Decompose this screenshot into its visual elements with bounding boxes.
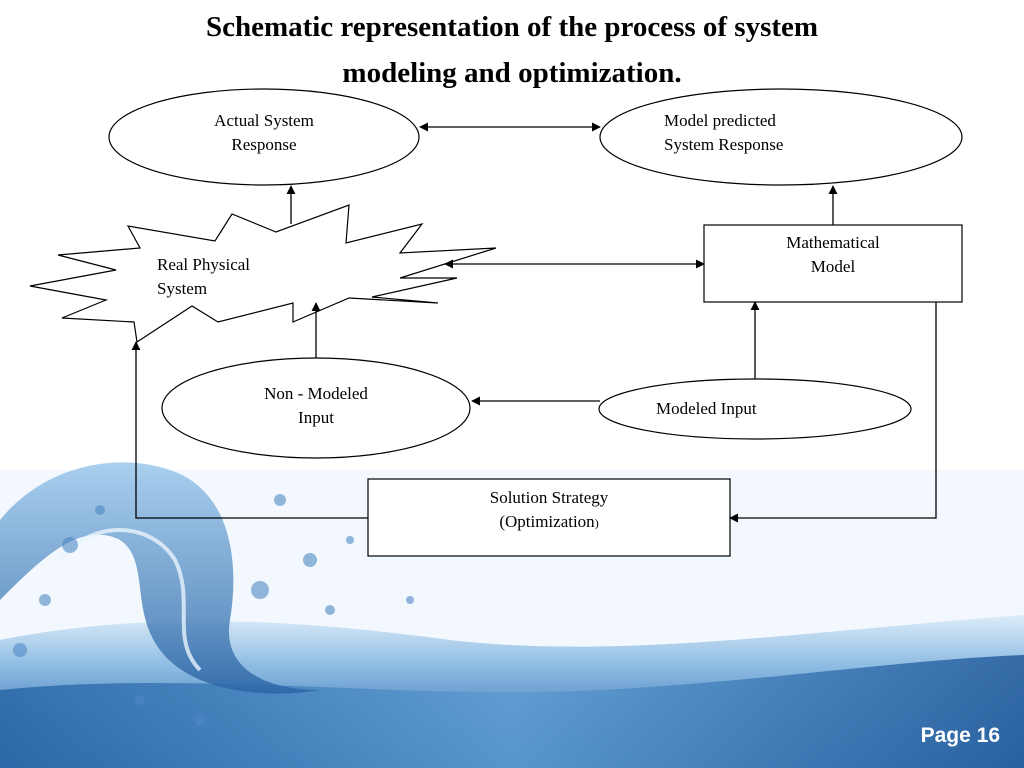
model-predicted-response-node <box>599 88 963 186</box>
solution-strategy-label: Solution Strategy (Optimization) <box>489 488 609 531</box>
modeled-input-label: Modeled Input <box>656 399 757 418</box>
real-physical-system-label: Real Physical System <box>157 255 251 298</box>
slide-title-line-2: modeling and optimization. <box>342 57 682 89</box>
model-predicted-response-label: Model predicted System Response <box>664 111 784 154</box>
real-physical-system-node <box>29 204 497 344</box>
mathematical-model-label: Mathematical Model <box>786 233 880 276</box>
arrow-solution-to-physical <box>131 341 368 519</box>
solution-strategy-node <box>367 478 731 557</box>
arrow-math-to-solution <box>729 302 937 523</box>
slide-title-line-1: Schematic representation of the process … <box>205 11 819 43</box>
page-number: Page 16 <box>920 724 1000 747</box>
actual-system-response-node <box>108 88 420 186</box>
mathematical-model-node <box>703 224 963 303</box>
non-modeled-input-label: Non - Modeled Input <box>264 384 368 427</box>
actual-system-response-label: Actual System Response <box>214 111 314 154</box>
